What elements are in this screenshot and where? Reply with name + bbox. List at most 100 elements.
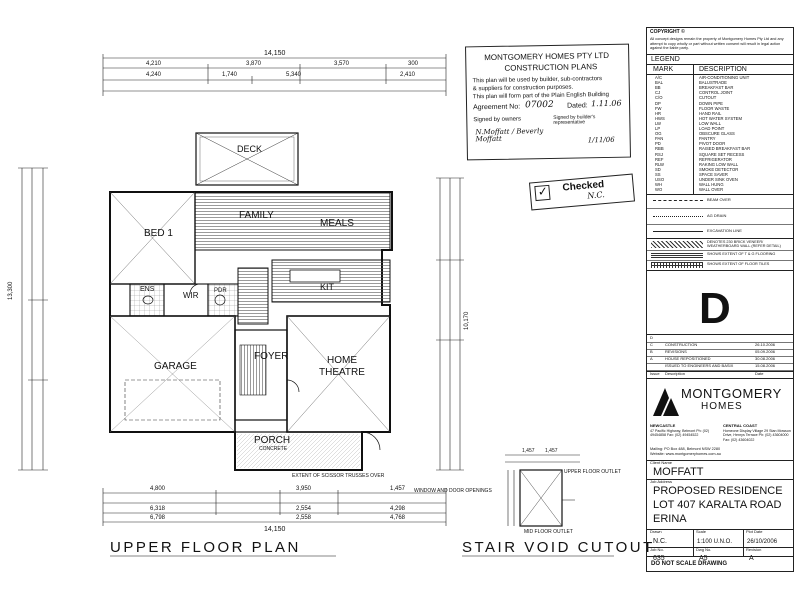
revision-date: 30.08.2006 [755, 356, 776, 361]
revision-rev: C [650, 342, 653, 347]
dim-right-overall: 10,170 [464, 311, 470, 330]
office2-title: CENTRAL COAST [723, 423, 758, 428]
legend-description: LOW WALL [699, 120, 721, 126]
legend-mark: RBB [655, 146, 664, 152]
revision-rev: A [650, 356, 653, 361]
excavation-line-symbol [653, 231, 703, 232]
plotdate-label: Plot Date [746, 529, 763, 534]
dim-text: 2,410 [400, 72, 416, 78]
office1-address: 47 Pacific Highway, Belmont Ph: (02) 494… [650, 429, 710, 438]
room-label-ens: ENS [140, 286, 155, 293]
owners-signature: N.Moffatt / Beverly Moffatt [475, 127, 544, 144]
legend-description: BREAKFAST BAR [699, 85, 734, 91]
company-logo: MONTGOMERY HOMES [681, 386, 782, 412]
revision-date: 05.09.2006 [755, 349, 776, 354]
line-legend-excavation: EXCAVATION LINE [707, 228, 742, 233]
legend-description: WALL OVER [699, 187, 724, 193]
dim-bottom-overall: 14,150 [264, 526, 286, 533]
legend-mark: PD [655, 141, 661, 147]
hatch-legend-tg: SHOWS EXTENT OF T & G FLOORING [707, 252, 776, 256]
legend-description: REFRIGERATOR [699, 156, 732, 162]
room-label-foyer: FOYER [254, 351, 289, 362]
legend-description: SQUARE SET RECESS [699, 151, 745, 157]
revision-desc: HOUSE REPOSITIONED [665, 356, 711, 361]
copyright-title: COPYRIGHT © [650, 29, 685, 35]
plan-title-upper-floor: UPPER FLOOR PLAN [110, 539, 301, 556]
legend-mark-header: MARK [653, 66, 674, 73]
dim-text: 2,554 [296, 506, 312, 512]
room-label-family: FAMILY [239, 210, 274, 221]
hatch-legend-tiles: SHOWS EXTENT OF FLOOR TILES [707, 262, 770, 266]
note-mid-floor-outlet: MID FLOOR OUTLET [524, 529, 573, 535]
stamp-dated: 1.11.06 [590, 98, 622, 109]
revision-desc: ISSUED TO ENGINEERS AND BASIX [665, 363, 734, 368]
copyright-text: All concept designs remain the property … [650, 37, 784, 51]
plan-title-stair-void: STAIR VOID CUTOUT [462, 539, 655, 556]
dim-text: 6,318 [150, 506, 166, 512]
room-label-meals: MEALS [320, 218, 354, 229]
legend-mark: REF [655, 156, 664, 162]
room-label-deck: DECK [237, 144, 263, 154]
legend-mark: LP [655, 126, 661, 131]
legend-mark: RSJ [655, 151, 663, 157]
room-label-theatre: THEATRE [319, 367, 365, 378]
stamp-dated-label: Dated: [567, 102, 588, 110]
dim-top-overall: 14,150 [264, 50, 286, 57]
legend-mark: BB [655, 85, 661, 91]
dim-text: 4,210 [146, 61, 162, 67]
dim-text: 1,457 [390, 486, 406, 492]
legend-description: FLOOR WASTE [699, 105, 730, 111]
scale-value: 1:100 U.N.O. [697, 539, 733, 545]
revision-rev: D [650, 335, 653, 340]
stamp-company: MONTGOMERY HOMES PTY LTD [484, 50, 610, 63]
dim-text: 5,340 [286, 72, 302, 78]
job-address-label: Job Address [650, 479, 673, 484]
note-extent: EXTENT OF SCISSOR TRUSSES OVER [292, 473, 385, 479]
line-legend-beam: BEAM OVER [707, 197, 731, 202]
dim-text: 3,570 [334, 61, 350, 67]
stamp-line: This plan will form part of the Plain En… [472, 91, 610, 101]
legend-mark: SD [655, 166, 661, 172]
dim-text: 6,798 [150, 515, 166, 521]
dim-text: 1,457 [522, 448, 535, 454]
rev-header-date: Date [755, 371, 764, 376]
legend-description: RAISED BREAKFAST BAR [699, 146, 751, 152]
room-label-bed1: BED 1 [144, 228, 173, 239]
hatch-legend-wall: DENOTES 230 BRICK VENEER/ WEATHERBOARD W… [707, 240, 781, 249]
legend-mark: BAL [655, 80, 663, 86]
line-legend-agdrain: AG DRAIN [707, 213, 727, 218]
agdrain-line-symbol [653, 216, 703, 217]
stamp-agreement-no: 07002 [524, 99, 554, 111]
mailing-address: Mailing: PO Box 488, Belmont NSW 2280 [650, 447, 721, 451]
note-upper-floor-outlet: UPPER FLOOR OUTLET [564, 469, 621, 475]
legend-mark: C/O [655, 95, 663, 101]
client-label: Client Name [650, 460, 673, 465]
revision-desc: CONSTRUCTION [665, 342, 698, 347]
room-label-garage: GARAGE [154, 361, 197, 372]
drawn-label: Drawn [650, 529, 662, 534]
legend-description: HAND RAIL [699, 110, 722, 116]
legend-description: BALUSTRADE [699, 80, 727, 86]
legend-mark: OG [655, 131, 662, 137]
room-label-home: HOME [327, 355, 357, 366]
room-label-porch: PORCH [254, 435, 291, 446]
legend-description: UNDER SINK OVEN [699, 177, 738, 182]
legend-mark: LW [655, 120, 661, 126]
legend-mark: PAN [655, 136, 664, 142]
job-line2: LOT 407 KARALTA ROAD [653, 499, 782, 511]
stamp-builder-date: 1/11/06 [587, 135, 615, 145]
rev-header-desc: Description [665, 371, 686, 376]
dim-text: 3,870 [246, 61, 262, 67]
legend-mark: CJ [655, 90, 661, 96]
legend-desc-header: DESCRIPTION [699, 66, 747, 73]
legend-mark: RLW [655, 161, 664, 167]
note-window-door: WINDOW AND DOOR OPENINGS [414, 488, 492, 494]
beam-line-symbol [653, 200, 703, 201]
legend-description: RAKING LOW WALL [699, 161, 739, 167]
checked-initials: N.C. [586, 190, 606, 201]
dwgno-value: A5 [699, 555, 708, 562]
company-homes: HOMES [701, 401, 743, 412]
revision-date: 15.08.2006 [755, 363, 776, 368]
drawn-value: N.C. [653, 538, 667, 545]
legend-mark: DP [655, 100, 661, 106]
